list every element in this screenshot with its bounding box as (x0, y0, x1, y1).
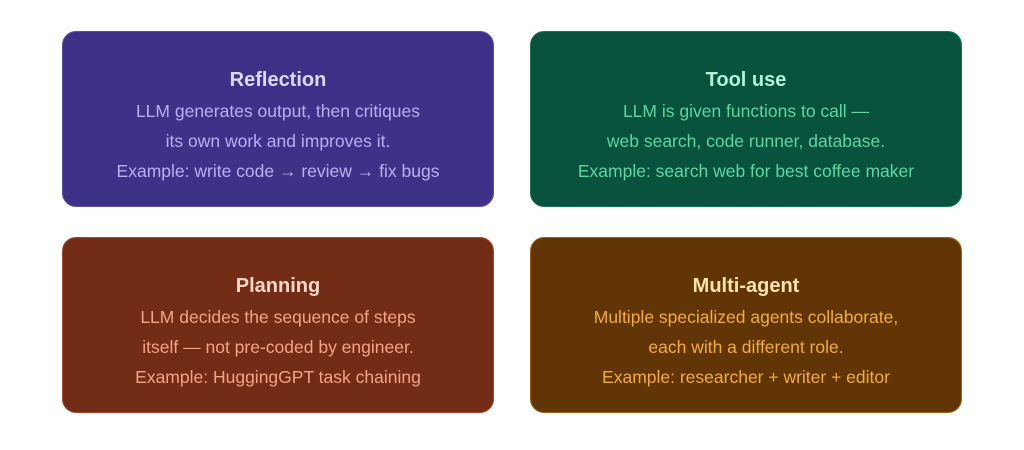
card-description-line: LLM decides the sequence of steps (140, 307, 416, 327)
card-description-line: web search, code runner, database. (606, 131, 886, 151)
card-example-line: Example: write code → review → fix bugs (116, 161, 440, 181)
card-description-line: itself — not pre-coded by engineer. (142, 337, 414, 357)
card-description-line: LLM generates output, then critiques (135, 101, 421, 121)
card-example-line: Example: HuggingGPT task chaining (135, 367, 421, 387)
card-planning: Planning LLM decides the sequence of ste… (62, 237, 494, 413)
card-description-line: its own work and improves it. (165, 131, 391, 151)
card-example-line: Example: search web for best coffee make… (577, 161, 915, 181)
card-title: Multi-agent (692, 275, 800, 297)
card-title: Tool use (705, 69, 787, 91)
card-title: Reflection (229, 69, 327, 91)
card-title: Planning (235, 275, 321, 297)
card-description-line: each with a different role. (648, 337, 844, 357)
card-description-line: Multiple specialized agents collaborate, (593, 307, 899, 327)
card-description-line: LLM is given functions to call — (622, 101, 870, 121)
card-example-line: Example: researcher + writer + editor (602, 367, 890, 387)
card-reflection: Reflection LLM generates output, then cr… (62, 31, 494, 207)
card-tool-use: Tool use LLM is given functions to call … (530, 31, 962, 207)
card-multi-agent: Multi-agent Multiple specialized agents … (530, 237, 962, 413)
